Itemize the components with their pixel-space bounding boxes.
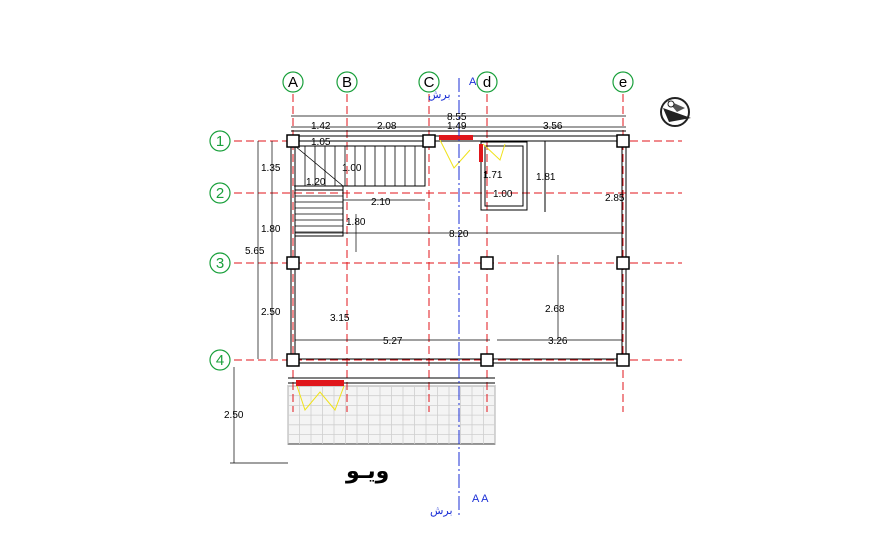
section-top-label: برش (428, 89, 451, 101)
column (286, 134, 300, 148)
grid-bubble-label: e (619, 74, 627, 91)
dim-clear-span: 8.20 (449, 229, 469, 240)
balcony-paving (287, 385, 496, 445)
dim-wc-depth: 1.81 (536, 172, 556, 183)
grid-bubble-label: C (424, 74, 435, 91)
dim-balcony-height: 2.50 (224, 410, 244, 421)
section-bottom-marks: A A (472, 493, 489, 505)
grid-bubble-row-1: 1 (209, 130, 231, 152)
dim-h-total: 5.65 (245, 246, 265, 257)
columns (286, 134, 630, 367)
stair-treads (294, 145, 416, 233)
door-leaf-top (439, 135, 473, 140)
dim-seg-3: 1.49 (447, 121, 467, 132)
grid-bubble-row-3: 3 (209, 252, 231, 274)
column (616, 353, 630, 367)
grid-lines (234, 94, 682, 412)
column (286, 256, 300, 270)
dim-h-3-4: 2.50 (261, 307, 281, 318)
grid-bubble-label: 2 (216, 185, 224, 202)
dim-stair-1: 1.00 (342, 163, 362, 174)
dim-mid-height: 2.68 (545, 304, 565, 315)
dim-stair-2: 1.80 (346, 217, 366, 228)
grid-bubble-label: 1 (216, 133, 224, 150)
dim-seg-4: 3.56 (543, 121, 563, 132)
door-leaf-balcony (296, 380, 344, 386)
grid-bubble-row-4: 4 (209, 349, 231, 371)
dim-total-width: 8.55 (447, 112, 467, 123)
dim-right-height: 2.85 (605, 193, 625, 204)
north-arrow-icon (660, 97, 691, 127)
column (286, 353, 300, 367)
door-swing-top (439, 139, 471, 169)
stair-block (294, 145, 426, 187)
dimension-lines (230, 115, 626, 464)
dim-h-2-3: 1.80 (261, 224, 281, 235)
dim-door-width: 1.05 (311, 137, 331, 148)
grid-bubble-col-e: e (612, 71, 634, 93)
section-bottom-label: برش (430, 505, 453, 517)
column (480, 256, 494, 270)
dim-stair-run: 2.10 (371, 197, 391, 208)
wc-box (480, 141, 528, 211)
grid-bubble-row-2: 2 (209, 182, 231, 204)
grid-bubble-label: A (288, 74, 298, 91)
column (480, 353, 494, 367)
grid-bubble-label: 4 (216, 352, 224, 369)
door-leaf-wc (479, 144, 483, 162)
grid-bubble-col-A: A (282, 71, 304, 93)
stair-diagonal (294, 145, 344, 187)
dim-wc-height: 1.71 (483, 170, 503, 181)
grid-bubble-col-C: C (418, 71, 440, 93)
column (616, 256, 630, 270)
doors (296, 135, 506, 412)
grid-bubble-label: 3 (216, 255, 224, 272)
dim-bottom-left: 5.27 (383, 336, 403, 347)
walls (288, 130, 627, 384)
dim-seg-2: 2.08 (377, 121, 397, 132)
stair-landing (294, 189, 344, 237)
column (616, 134, 630, 148)
grid-bubble-label: B (342, 74, 352, 91)
dim-stair-width: 1.20 (306, 177, 326, 188)
plan-title: ویـو (345, 459, 389, 484)
dim-h-1-2: 1.35 (261, 163, 281, 174)
door-swing-wc (482, 143, 506, 161)
dim-bottom-right: 3.26 (548, 336, 568, 347)
dim-inner-height: 3.15 (330, 313, 350, 324)
dim-seg-1: 1.42 (311, 121, 331, 132)
dim-wc-width: 1.00 (493, 189, 513, 200)
door-swing-balcony (296, 385, 345, 412)
grid-bubble-label: d (483, 74, 491, 91)
grid-bubble-col-d: d (476, 71, 498, 93)
grid-bubble-col-B: B (336, 71, 358, 93)
column (422, 134, 436, 148)
